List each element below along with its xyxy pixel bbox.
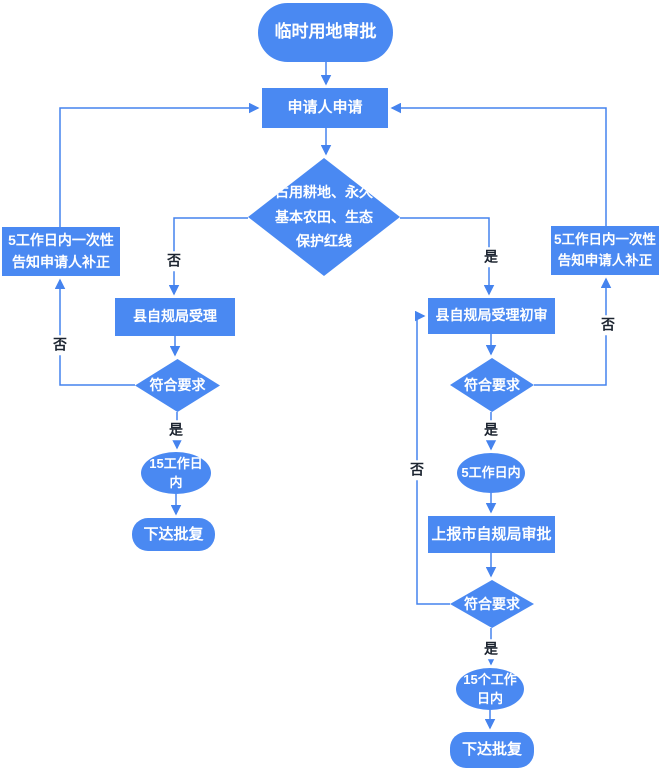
node-county-bureau-accept: 县自规局受理 (115, 298, 235, 336)
edge-checkleft-no-to-notifyleft (54, 278, 135, 386)
node-start-terminal: 临时用地审批 (258, 3, 393, 62)
edge-label-right-check-yes: 是 (483, 420, 499, 440)
edge-decision-no-to-acceptleft (168, 217, 248, 296)
node-county-bureau-preliminary-review: 县自规局受理初审 (428, 298, 555, 334)
edge-label-main-yes: 是 (483, 247, 499, 267)
node-applicant-apply: 申请人申请 (262, 88, 388, 128)
node-notify-correction-right: 5工作日内一次性 告知申请人补正 (551, 226, 659, 275)
node-issue-approval-left: 下达批复 (132, 518, 215, 551)
edge-label-left-check-no: 否 (52, 335, 68, 355)
edge-label-final-check-yes: 是 (483, 639, 499, 659)
edge-checkright-no-to-notifyright (534, 277, 612, 386)
edge-notifyright-to-apply (390, 102, 607, 226)
node-submit-city-bureau: 上报市自规局审批 (428, 516, 555, 553)
node-issue-approval-final: 下达批复 (450, 732, 534, 768)
edge-notifyleft-to-apply (59, 102, 260, 227)
edge-label-main-no: 否 (166, 251, 182, 271)
node-notify-correction-left: 5工作日内一次性 告知申请人补正 (2, 227, 120, 276)
node-duration-5-workdays: 5工作日内 (457, 453, 525, 493)
node-duration-15-workdays-final: 15个工作 日内 (456, 668, 524, 710)
edge-decision-yes-to-acceptright (400, 217, 495, 296)
node-duration-15-workdays-left: 15工作日 内 (141, 452, 211, 494)
edge-checkfinal-no-to-acceptright (415, 310, 450, 605)
edge-label-final-check-no: 否 (409, 460, 425, 480)
edge-label-left-check-yes: 是 (168, 420, 184, 440)
edge-label-right-notify-no: 否 (600, 315, 616, 335)
